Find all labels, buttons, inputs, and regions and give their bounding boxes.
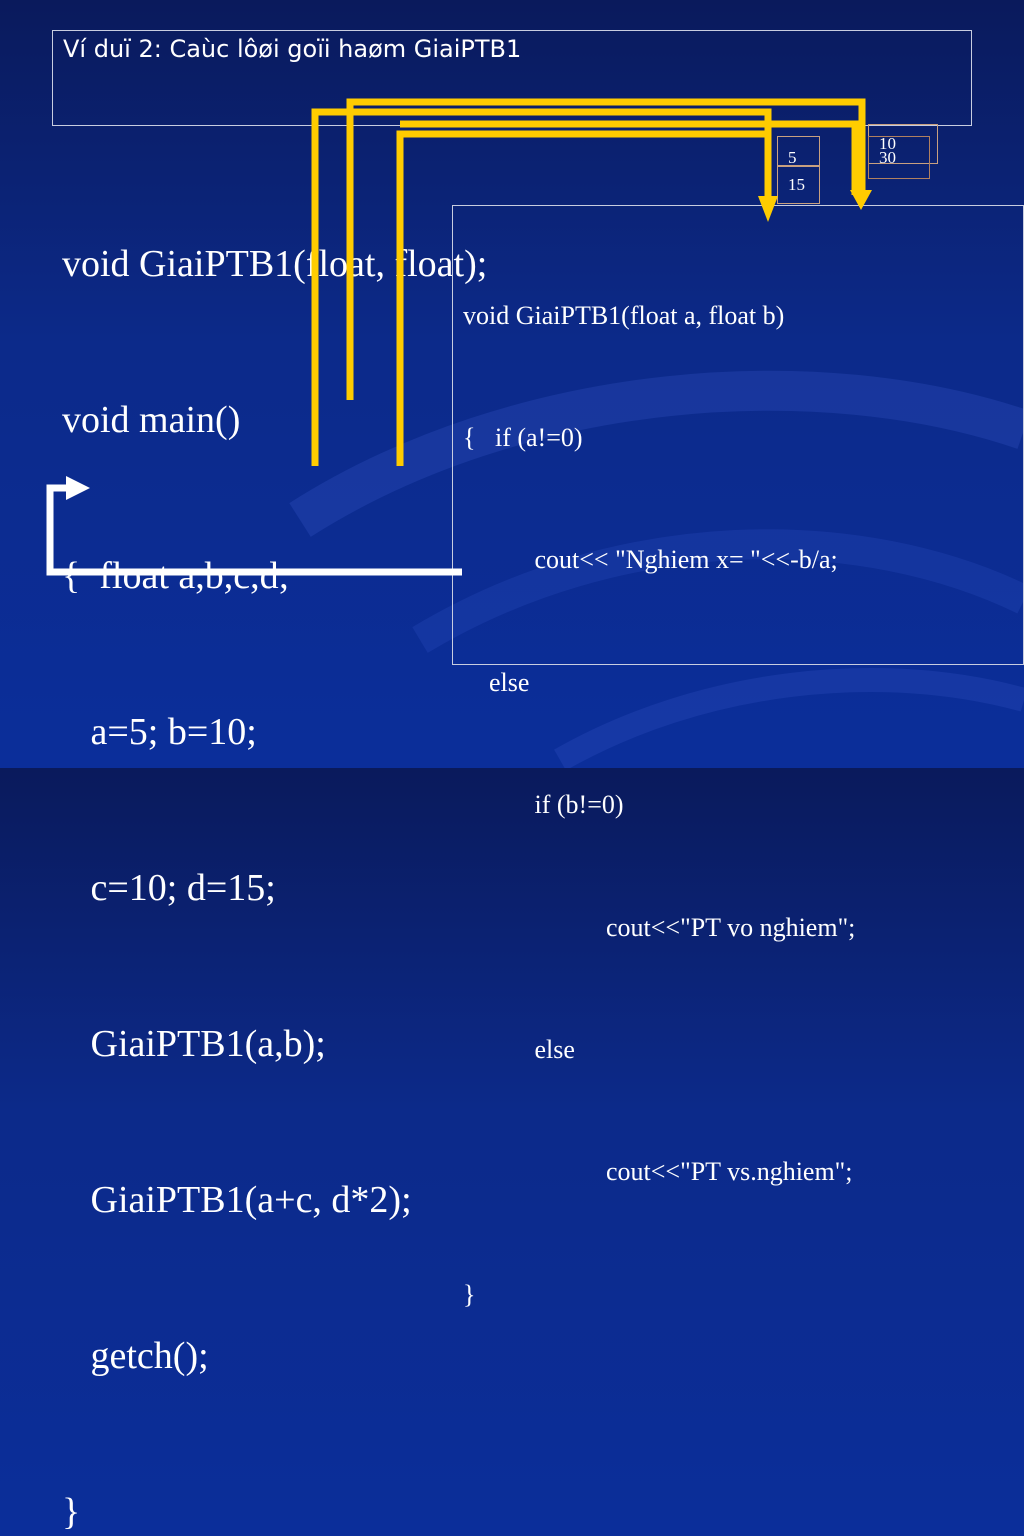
function-code-line: else — [463, 1034, 575, 1064]
function-box: void GiaiPTB1(float a, float b) { if (a!… — [452, 205, 1024, 1309]
title-box: Ví duï 2: Caùc lôøi goïi haøm GiaiPTB1 — [52, 30, 972, 126]
code-line: GiaiPTB1(a+c, d*2); — [62, 1179, 412, 1221]
function-code-line: { if (a!=0) — [463, 422, 583, 452]
function-code-line: void GiaiPTB1(float a, float b) — [463, 300, 785, 330]
code-line: a=5; b=10; — [62, 711, 257, 753]
function-code-line: if (b!=0) — [463, 790, 624, 820]
function-code-line: cout<< "Nghiem x= "<<-b/a; — [463, 545, 838, 575]
slide-title: Ví duï 2: Caùc lôøi goïi haøm GiaiPTB1 — [63, 35, 522, 63]
code-line: } — [62, 1491, 81, 1533]
code-line: GiaiPTB1(a,b); — [62, 1023, 326, 1065]
param-a-second-cell: 15 — [777, 166, 820, 204]
function-code-block: void GiaiPTB1(float a, float b) { if (a!… — [463, 214, 855, 1397]
code-line: getch(); — [62, 1335, 209, 1377]
function-code-line: else — [463, 667, 530, 697]
main-code-block: void GiaiPTB1(float, float); void main()… — [62, 134, 487, 1536]
function-code-line: } — [463, 1279, 476, 1309]
param-a-first-cell: 5 — [777, 136, 820, 166]
code-line: { float a,b,c,d; — [62, 555, 290, 597]
function-code-line: cout<<"PT vs.nghiem"; — [463, 1157, 853, 1187]
code-line: void main() — [62, 399, 241, 441]
function-code-line: cout<<"PT vo nghiem"; — [463, 912, 856, 942]
code-line: c=10; d=15; — [62, 867, 276, 909]
code-line: void GiaiPTB1(float, float); — [62, 243, 488, 285]
param-b-second-cell: 30 — [868, 136, 930, 179]
